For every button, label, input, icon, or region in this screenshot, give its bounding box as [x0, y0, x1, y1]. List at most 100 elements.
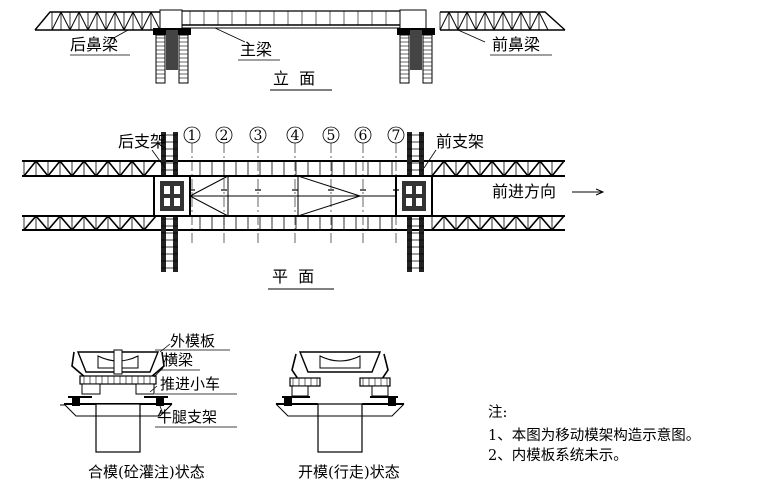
- truss-member: [503, 215, 517, 231]
- truss-member: [123, 11, 134, 31]
- station-number: 3: [254, 128, 263, 144]
- truss-member: [520, 11, 531, 31]
- station-number: 6: [359, 128, 368, 144]
- truss-member: [467, 160, 481, 177]
- truss-member: [491, 215, 505, 231]
- inner-bracing: [188, 175, 396, 217]
- rear-nose-label: 后鼻梁: [70, 35, 118, 54]
- main-girder-leader: [214, 27, 246, 43]
- truss-member: [71, 215, 85, 231]
- front-nose-truss: [439, 11, 566, 31]
- truss-member: [143, 215, 157, 231]
- truss-member: [131, 215, 145, 231]
- truss-member: [529, 11, 540, 31]
- truss-member: [59, 215, 73, 231]
- truss-member: [107, 160, 121, 177]
- truss-member: [59, 160, 73, 177]
- truss-member: [23, 215, 37, 231]
- truss-member: [515, 215, 529, 231]
- truss-member: [71, 160, 85, 177]
- push-trolley-label: 推进小车: [160, 375, 220, 393]
- truss-member: [87, 11, 98, 31]
- station-number: 1: [188, 128, 197, 144]
- note-item: 1、本图为移动模架构造示意图。: [488, 426, 700, 444]
- truss-member: [551, 160, 565, 177]
- lower-girder-truss: [22, 215, 565, 231]
- truss-member: [119, 215, 133, 231]
- truss-member: [119, 160, 133, 177]
- truss-member: [95, 160, 109, 177]
- truss-member: [479, 160, 493, 177]
- truss-member: [467, 215, 481, 231]
- truss-member: [143, 160, 157, 177]
- direction-arrow-icon: [572, 188, 605, 196]
- section-open: 开模(行走)状态: [275, 351, 405, 481]
- truss-member: [105, 11, 116, 31]
- truss-member: [493, 11, 504, 31]
- truss-member: [96, 11, 107, 31]
- truss-member: [511, 11, 522, 31]
- station-markers: 1 2 3 4 5 6 7: [183, 126, 405, 243]
- elevation-view: 后鼻梁 主梁 前鼻梁 立 面: [34, 9, 566, 91]
- truss-member: [47, 160, 61, 177]
- rear-support-column: [153, 9, 191, 84]
- truss-member: [457, 11, 468, 31]
- truss-member: [83, 160, 97, 177]
- truss-member: [539, 160, 553, 177]
- section-closed: 外模板 横梁 推进小车 牛腿支架 合模(砼灌注)状态: [60, 332, 237, 481]
- open-caption: 开模(行走)状态: [298, 463, 400, 481]
- closed-caption: 合模(砼灌注)状态: [88, 463, 205, 481]
- truss-member: [431, 215, 445, 231]
- front-nose-leader: [457, 29, 486, 43]
- truss-member: [491, 160, 505, 177]
- truss-member: [551, 215, 565, 231]
- truss-member: [484, 11, 495, 31]
- notes-heading: 注:: [488, 404, 507, 421]
- truss-member: [141, 11, 152, 31]
- front-support-frame: [395, 132, 433, 272]
- cross-beam-label: 横梁: [163, 351, 193, 369]
- truss-member: [132, 11, 143, 31]
- truss-member: [114, 11, 125, 31]
- truss-member: [431, 160, 445, 177]
- truss-member: [35, 215, 49, 231]
- truss-member: [107, 215, 121, 231]
- elevation-title: 立 面: [273, 69, 315, 88]
- truss-member: [83, 215, 97, 231]
- rear-nose-truss: [34, 11, 161, 31]
- truss-member: [527, 215, 541, 231]
- truss-member: [60, 11, 71, 31]
- main-girder-label: 主梁: [240, 40, 272, 59]
- direction-label: 前进方向: [492, 182, 556, 201]
- notes-block: 注: 1、本图为移动模架构造示意图。 2、内模板系统未示。: [488, 404, 700, 464]
- station-number: 5: [327, 128, 336, 144]
- truss-member: [69, 11, 80, 31]
- truss-member: [78, 11, 89, 31]
- truss-member: [475, 11, 486, 31]
- truss-member: [95, 215, 109, 231]
- truss-member: [443, 215, 457, 231]
- station-number: 4: [291, 128, 300, 144]
- truss-member: [51, 11, 62, 31]
- truss-member: [455, 215, 469, 231]
- truss-member: [515, 160, 529, 177]
- note-item: 2、内模板系统未示。: [488, 446, 628, 464]
- station-number: 2: [220, 128, 229, 144]
- outer-form-label: 外模板: [170, 332, 215, 350]
- truss-member: [539, 215, 553, 231]
- front-support-label: 前支架: [436, 132, 484, 151]
- main-girder: [170, 10, 425, 29]
- truss-member: [466, 11, 477, 31]
- truss-member: [131, 160, 145, 177]
- truss-member: [503, 160, 517, 177]
- truss-member: [527, 160, 541, 177]
- upper-girder-truss: [22, 160, 565, 177]
- rear-support-frame: [153, 132, 191, 272]
- truss-member: [479, 215, 493, 231]
- truss-member: [439, 11, 450, 31]
- station-number: 7: [392, 128, 401, 144]
- truss-member: [23, 160, 37, 177]
- plan-title: 平 面: [272, 267, 314, 286]
